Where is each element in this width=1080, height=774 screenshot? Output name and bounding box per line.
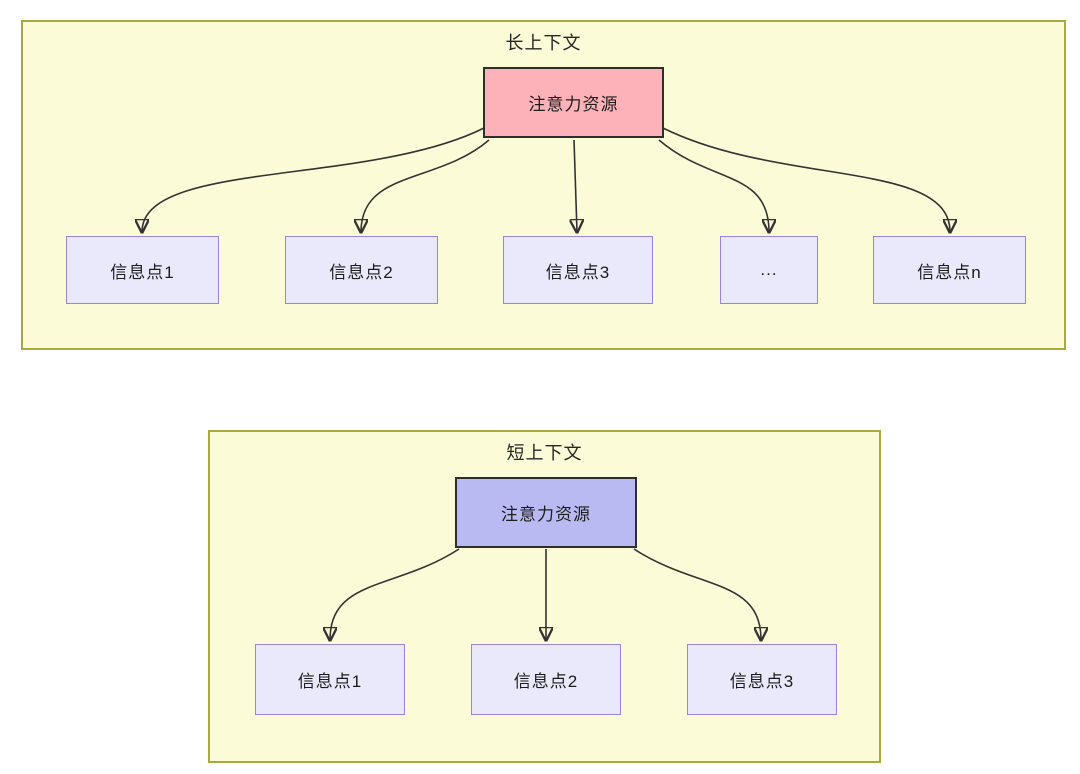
info-node-ellipsis: ... [720, 236, 818, 304]
attention-node-short-context: 注意力资源 [455, 477, 637, 548]
info-node: 信息点n [873, 236, 1026, 304]
info-node: 信息点3 [687, 644, 837, 715]
info-node: 信息点2 [285, 236, 438, 304]
info-node: 信息点1 [255, 644, 405, 715]
info-node: 信息点3 [503, 236, 653, 304]
info-node: 信息点1 [66, 236, 219, 304]
panel-short-context-title: 短上下文 [506, 443, 583, 463]
info-node: 信息点2 [471, 644, 621, 715]
attention-node-long-context: 注意力资源 [483, 67, 664, 138]
panel-long-context-title: 长上下文 [505, 33, 582, 53]
